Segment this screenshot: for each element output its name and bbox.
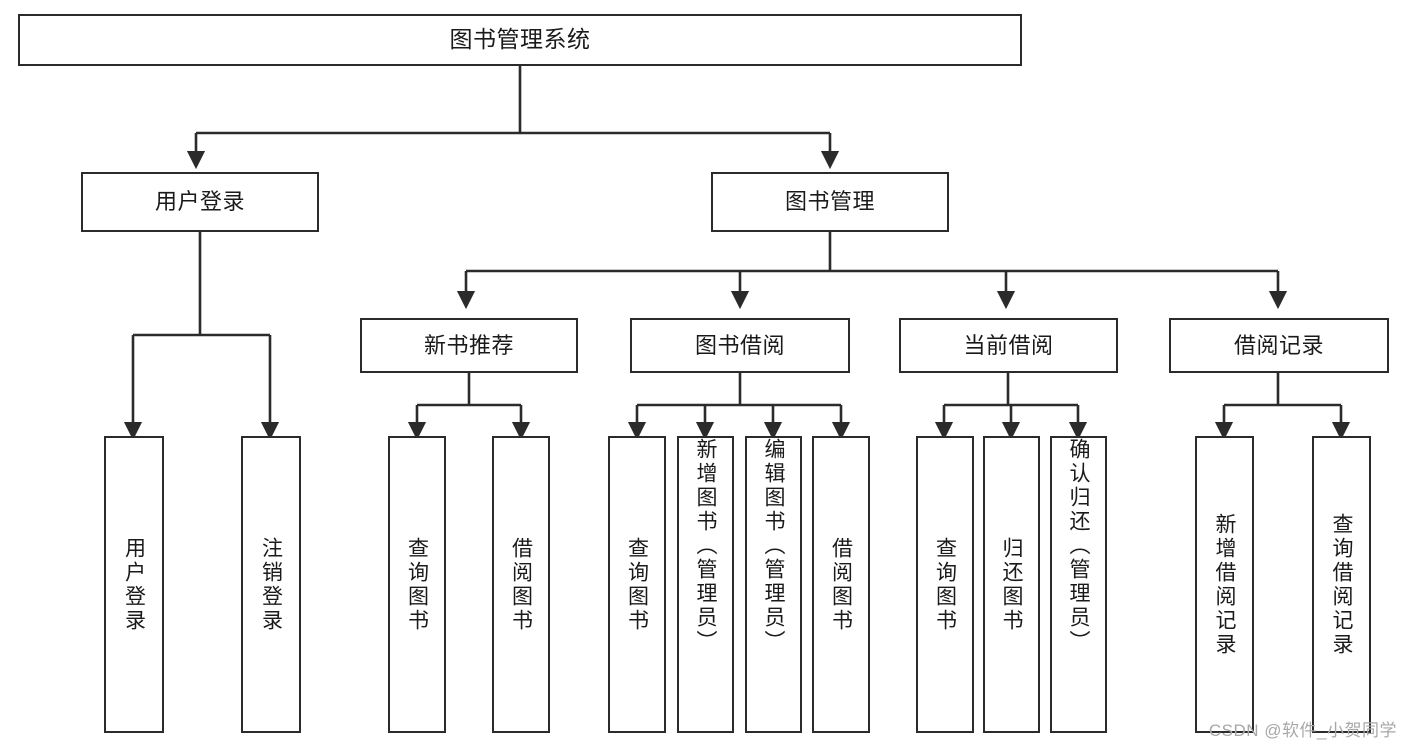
node-leaf-user-login[interactable]: 用户登录 [104, 436, 164, 733]
node-book-management[interactable]: 图书管理 [711, 172, 949, 232]
node-label: 借阅图书 [509, 536, 533, 633]
node-current-borrow[interactable]: 当前借阅 [899, 318, 1118, 373]
node-book-borrow[interactable]: 图书借阅 [630, 318, 850, 373]
node-user-login[interactable]: 用户登录 [81, 172, 319, 232]
node-label: 查询图书 [405, 536, 429, 633]
node-borrow-record[interactable]: 借阅记录 [1169, 318, 1389, 373]
node-leaf-logout-login[interactable]: 注销登录 [241, 436, 301, 733]
node-leaf-query-book-borrow[interactable]: 查询图书 [608, 436, 666, 733]
node-label: 借阅记录 [1233, 332, 1324, 358]
node-label: 用户登录 [122, 536, 146, 633]
node-leaf-query-borrow-record[interactable]: 查询借阅记录 [1312, 436, 1371, 733]
node-label: 图书管理系统 [449, 26, 591, 53]
node-label: 当前借阅 [963, 332, 1054, 358]
node-label: 借阅图书 [829, 536, 853, 633]
node-leaf-query-book-current[interactable]: 查询图书 [916, 436, 974, 733]
node-leaf-add-book-admin[interactable]: 新增图书（管理员） [677, 436, 734, 733]
node-label: 新增图书（管理员） [694, 438, 717, 654]
node-leaf-confirm-return-admin[interactable]: 确认归还（管理员） [1050, 436, 1107, 733]
node-label: 新增借阅记录 [1213, 512, 1236, 657]
node-label: 新书推荐 [423, 332, 514, 358]
node-label: 图书借阅 [694, 332, 785, 358]
node-label: 查询借阅记录 [1330, 512, 1353, 657]
node-leaf-edit-book-admin[interactable]: 编辑图书（管理员） [745, 436, 802, 733]
node-leaf-borrow-book-borrow[interactable]: 借阅图书 [812, 436, 870, 733]
node-root-book-management-system[interactable]: 图书管理系统 [18, 14, 1022, 66]
node-label: 用户登录 [154, 189, 245, 215]
node-leaf-query-book-recommend[interactable]: 查询图书 [388, 436, 446, 733]
node-label: 注销登录 [259, 536, 283, 633]
node-leaf-add-borrow-record[interactable]: 新增借阅记录 [1195, 436, 1254, 733]
node-leaf-borrow-book-recommend[interactable]: 借阅图书 [492, 436, 550, 733]
node-label: 查询图书 [625, 536, 649, 633]
node-label: 图书管理 [784, 189, 875, 215]
node-new-book-recommend[interactable]: 新书推荐 [360, 318, 578, 373]
node-label: 编辑图书（管理员） [762, 438, 785, 654]
node-label: 归还图书 [1000, 536, 1023, 633]
node-label: 确认归还（管理员） [1067, 438, 1090, 654]
node-leaf-return-book[interactable]: 归还图书 [983, 436, 1040, 733]
watermark-text: CSDN @软件_小贺同学 [1208, 721, 1397, 740]
node-label: 查询图书 [933, 536, 957, 633]
